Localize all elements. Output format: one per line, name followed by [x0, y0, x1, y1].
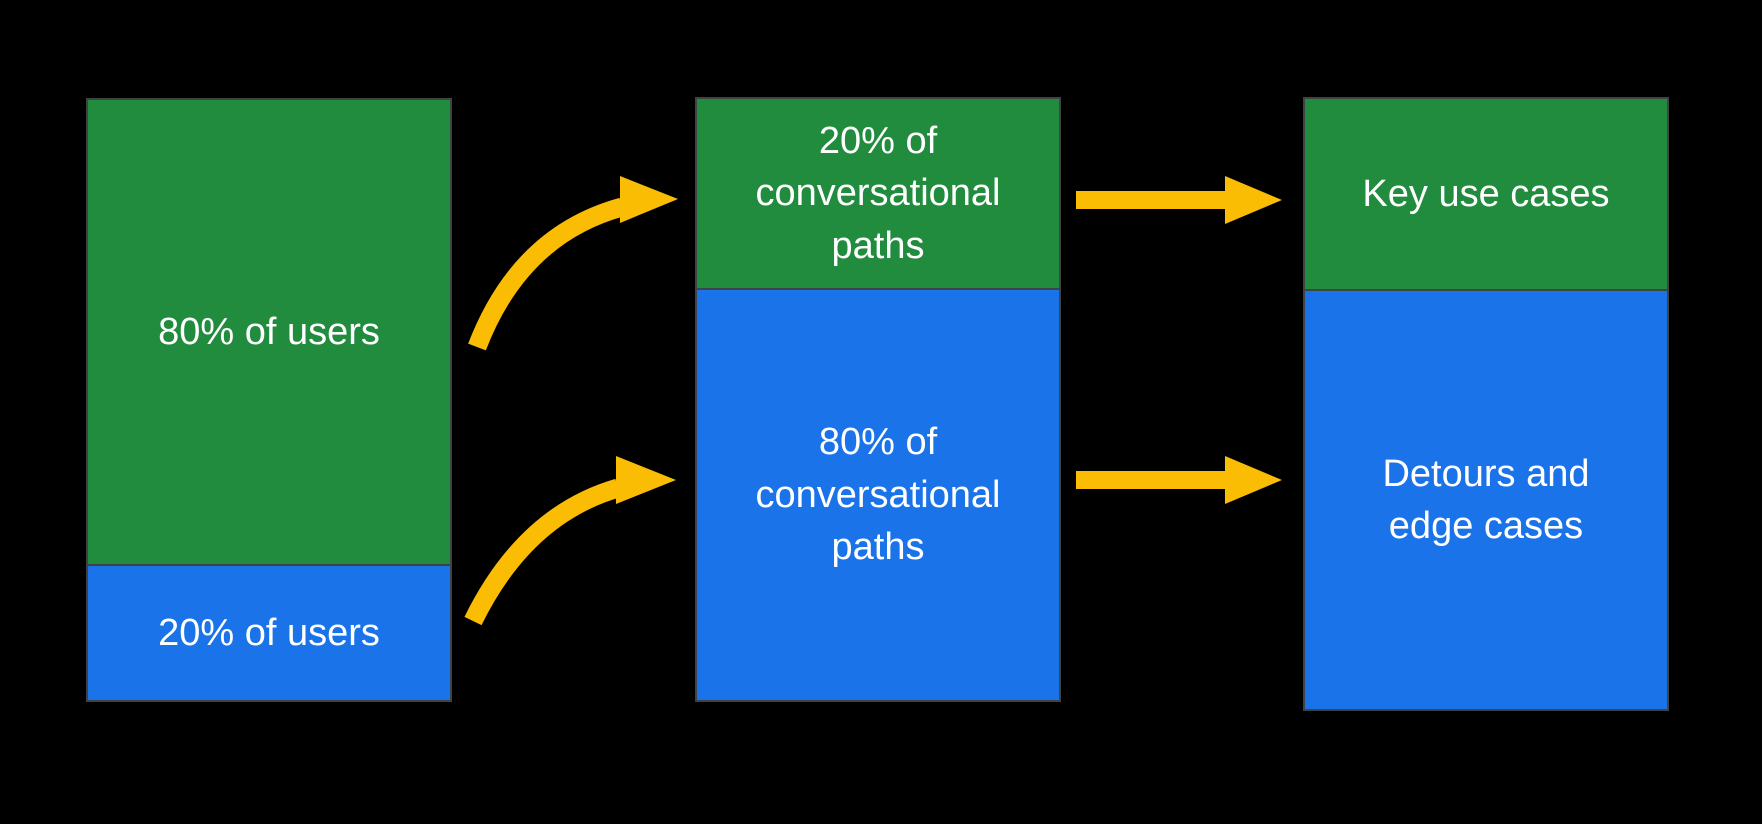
- arrow-users80-to-paths20-head: [620, 176, 678, 223]
- arrow-users20-to-paths80: [464, 456, 676, 626]
- key-use-cases-label: Key use cases: [1362, 172, 1610, 215]
- detours-edge-cases-label: Detours and edge cases: [1382, 452, 1590, 547]
- paths-80-label: 80% of conversational paths: [755, 421, 1001, 569]
- arrow-paths80-to-detours-shaft: [1076, 471, 1227, 489]
- paths-20-label: 20% of conversational paths: [755, 119, 1001, 267]
- arrow-paths20-to-key-use-cases: [1076, 176, 1282, 224]
- key-use-cases-segment: Key use cases: [1303, 97, 1669, 291]
- conversational-paths-bar: 20% of conversational paths 80% of conve…: [695, 97, 1061, 702]
- users-bar: 80% of users 20% of users: [86, 98, 452, 702]
- arrow-paths80-to-detours: [1076, 456, 1282, 504]
- paths-20-segment: 20% of conversational paths: [695, 97, 1061, 290]
- users-80-segment: 80% of users: [86, 98, 452, 566]
- users-80-label: 80% of users: [158, 310, 380, 353]
- arrow-users20-to-paths80-head: [616, 456, 676, 504]
- users-20-label: 20% of users: [158, 611, 380, 654]
- outcomes-bar: Key use cases Detours and edge cases: [1303, 97, 1669, 711]
- paths-80-segment: 80% of conversational paths: [695, 288, 1061, 702]
- arrow-paths20-to-key-use-cases-head: [1225, 176, 1282, 224]
- arrow-users80-to-paths20-shaft: [468, 197, 625, 351]
- arrow-users80-to-paths20: [468, 176, 678, 351]
- arrow-users20-to-paths80-shaft: [464, 478, 621, 626]
- users-20-segment: 20% of users: [86, 564, 452, 702]
- arrow-paths20-to-key-use-cases-shaft: [1076, 191, 1227, 209]
- detours-edge-cases-segment: Detours and edge cases: [1303, 289, 1669, 711]
- arrow-paths80-to-detours-head: [1225, 456, 1282, 504]
